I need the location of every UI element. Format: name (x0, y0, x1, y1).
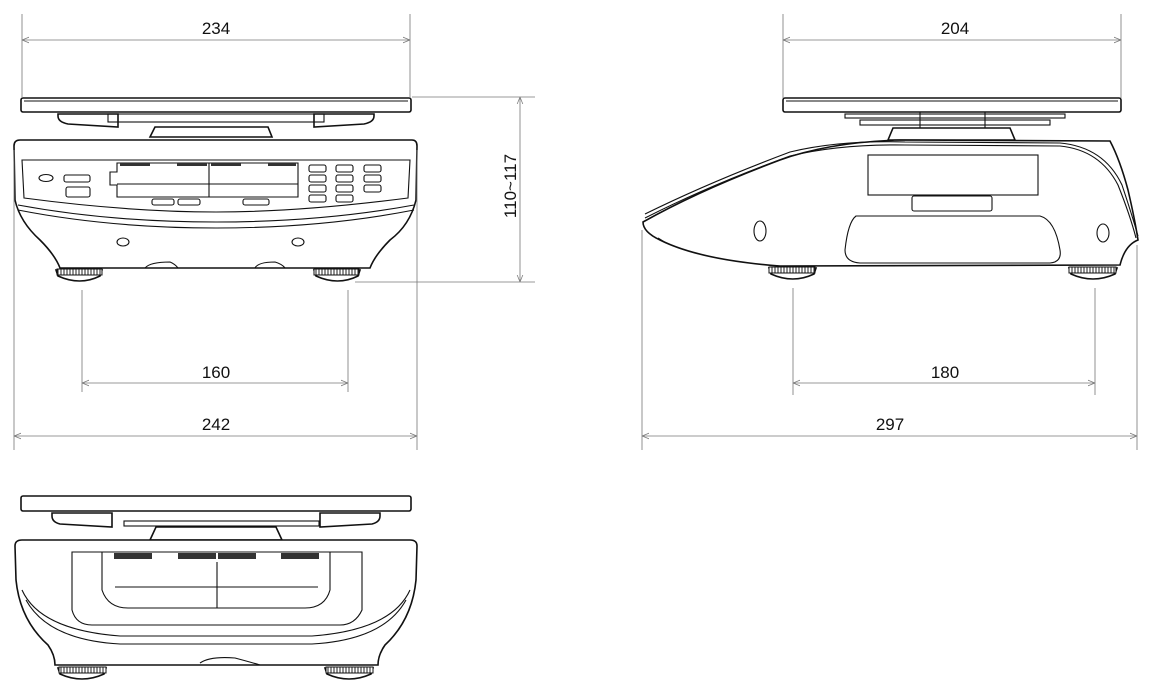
dimension-label: 297 (876, 415, 904, 434)
dimension-label: 234 (202, 19, 230, 38)
front-view (13, 97, 418, 282)
feet (56, 666, 375, 680)
dimension-label: 180 (931, 363, 959, 382)
dimension-242: 242 (13, 150, 418, 450)
dimension-234: 234 (21, 14, 411, 98)
side-view (642, 97, 1139, 280)
platter (782, 97, 1122, 141)
dimension-label: 242 (202, 415, 230, 434)
platter (20, 495, 412, 541)
dimension-297: 297 (641, 230, 1138, 450)
dimension-204: 204 (782, 14, 1122, 98)
dimension-label: 204 (941, 19, 969, 38)
dimension-label: 160 (202, 363, 230, 382)
platter (20, 97, 412, 138)
scale-body (642, 139, 1139, 267)
dimension-label: 110~117 (501, 154, 520, 218)
keypad (308, 164, 382, 203)
dimension-height: 110~117 (355, 96, 535, 283)
scale-body (14, 539, 418, 666)
feet (54, 268, 362, 282)
scale-body (13, 139, 418, 269)
feet (767, 266, 1119, 280)
dimension-180: 180 (792, 288, 1096, 395)
display-panel (109, 162, 299, 198)
rear-view (14, 495, 418, 680)
dimension-160: 160 (81, 290, 349, 392)
